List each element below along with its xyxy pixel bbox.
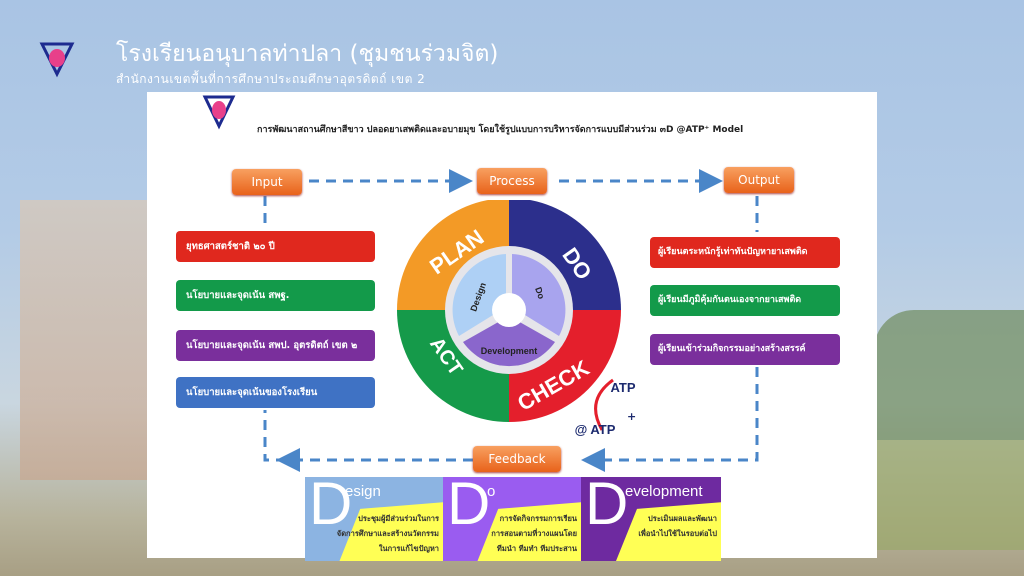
- background-trees: [874, 310, 1024, 440]
- input-item: ยุทธศาสตร์ชาติ ๒๐ ปี: [176, 231, 375, 262]
- plus-sign: +: [627, 410, 636, 423]
- output-item: ผู้เรียนมีภูมิคุ้มกันตนเองจากยาเสพติด: [650, 285, 840, 316]
- output-item: ผู้เรียนตระหนักรู้เท่าทันปัญหายาเสพติด: [650, 237, 840, 268]
- slide-logo: [202, 95, 236, 130]
- background-building: [20, 200, 150, 480]
- output-item: ผู้เรียนเข้าร่วมกิจกรรมอย่างสร้างสรรค์: [650, 334, 840, 365]
- flow-arrows: [263, 169, 759, 472]
- slide-title: การพัฒนาสถานศึกษาสีขาว ปลอดยาเสพติดและอบ…: [257, 125, 744, 135]
- input-item: นโยบายและจุดเน้น สพฐ.: [176, 280, 375, 311]
- pdca-cycle: PLAN DO CHECK ACT Design Do Development …: [397, 200, 636, 437]
- school-name: โรงเรียนอนุบาลท่าปลา (ชุมชนร่วมจิต): [116, 41, 499, 67]
- output-label: Output: [724, 167, 794, 193]
- process-label: Process: [477, 168, 547, 194]
- atp-text: ATP: [610, 380, 635, 395]
- atp-plus-text: @ ATP: [575, 422, 616, 437]
- do-inner-segment: [512, 254, 566, 336]
- input-item: นโยบายและจุดเน้นของโรงเรียน: [176, 377, 375, 408]
- design-segment: [452, 254, 506, 336]
- development-segment: [463, 316, 555, 367]
- feedback-label: Feedback: [473, 446, 561, 472]
- development-inner-text: Development: [481, 346, 538, 356]
- school-logo: [39, 42, 75, 78]
- input-item: นโยบายและจุดเน้น สพป. อุตรดิตถ์ เขต ๒: [176, 330, 375, 361]
- slide: การพัฒนาสถานศึกษาสีขาว ปลอดยาเสพติดและอบ…: [147, 92, 877, 561]
- background-grass: [874, 440, 1024, 550]
- school-district: สำนักงานเขตพื้นที่การศึกษาประถมศึกษาอุตร…: [116, 72, 426, 86]
- do-inner-text: Do: [533, 286, 547, 301]
- input-label: Input: [232, 169, 302, 195]
